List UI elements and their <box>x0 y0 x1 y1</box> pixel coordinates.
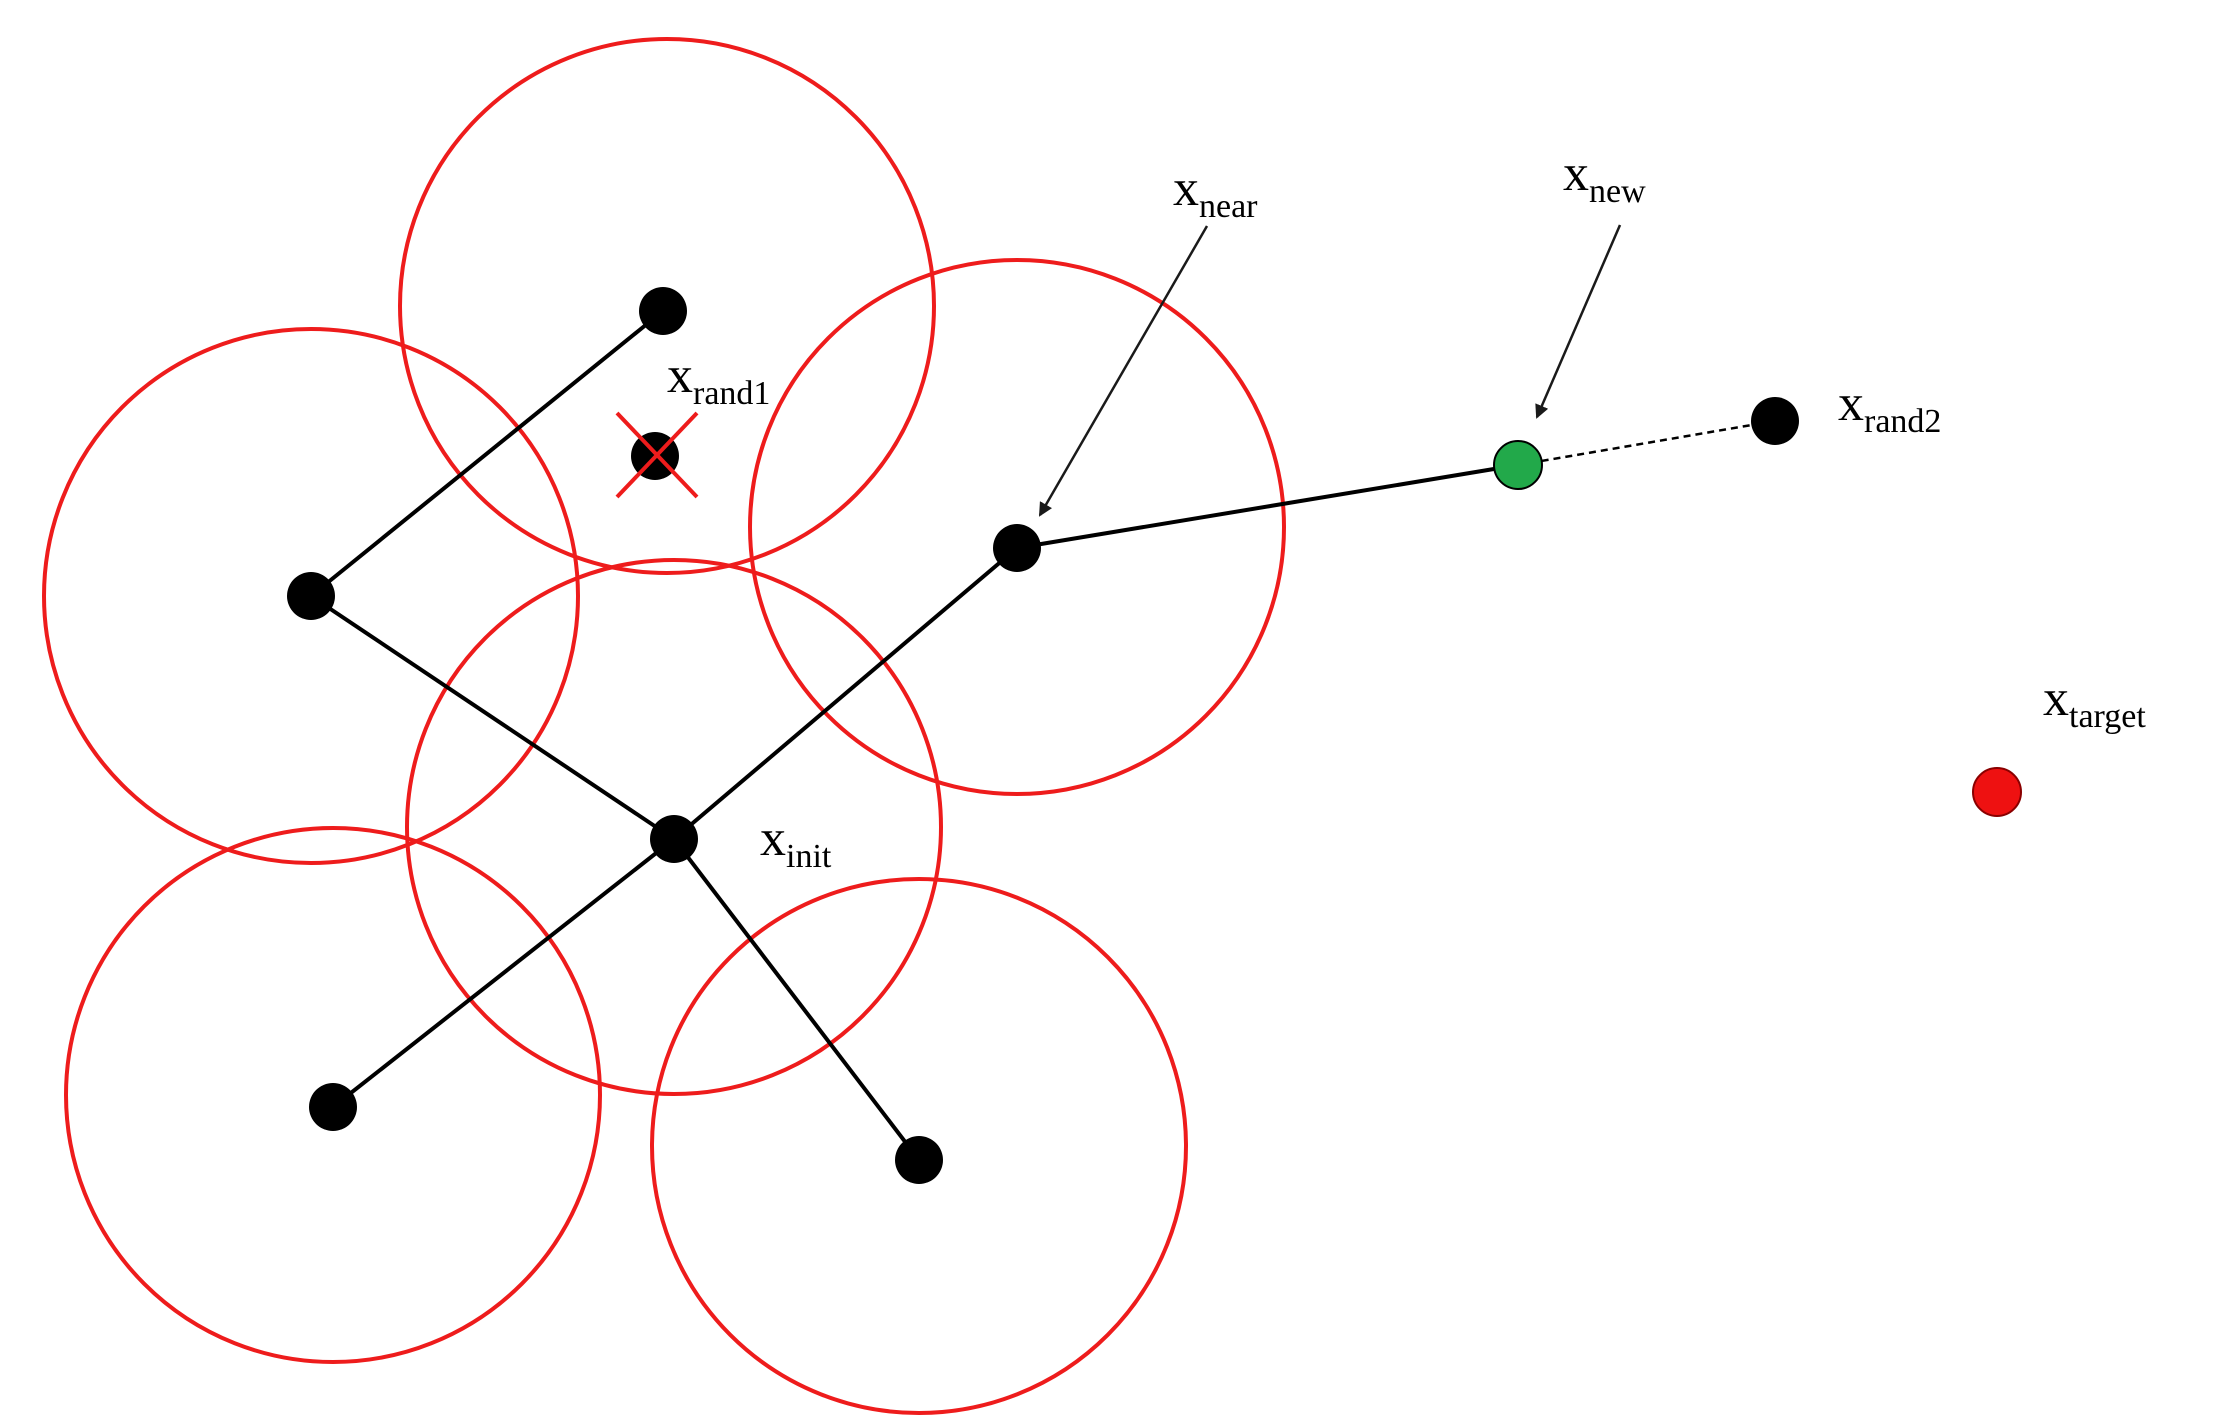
label-x-new: xnew <box>1563 145 1646 210</box>
node-init <box>650 815 698 863</box>
tree-edges <box>309 309 1776 1162</box>
step-size-circles <box>42 37 1286 1415</box>
label-x-rand1: xrand1 <box>667 347 770 412</box>
reject-stroke-2 <box>615 411 699 499</box>
edge-init-bottom-left <box>331 837 676 1109</box>
node-near <box>993 524 1041 572</box>
label-x-near: xnear <box>1173 160 1258 225</box>
circle-init <box>405 558 943 1096</box>
label-x-target: xtarget <box>2043 670 2146 735</box>
label-x-init: xinit <box>760 810 832 875</box>
label-arrows <box>1038 224 1622 517</box>
circle-left <box>42 327 580 865</box>
edge-init-left <box>309 594 676 841</box>
node-bottom-left <box>309 1083 357 1131</box>
edge-left-top <box>309 309 665 598</box>
edge-near-new <box>1016 463 1519 550</box>
circle-bottom-left <box>64 826 602 1364</box>
circle-top <box>398 37 936 575</box>
node-left <box>287 572 335 620</box>
edge-new-rand2-dashed <box>1517 419 1776 467</box>
node-top <box>639 287 687 335</box>
node-target <box>1972 767 2022 817</box>
rejected-sample-cross <box>615 411 699 499</box>
node-bottom-right <box>895 1136 943 1184</box>
arrow-to-x-near <box>1038 225 1209 517</box>
tree-nodes <box>287 287 2022 1184</box>
circle-near <box>748 258 1286 796</box>
circle-bottom-right <box>650 877 1188 1415</box>
label-x-rand2: xrand2 <box>1838 375 1941 440</box>
node-new <box>1493 440 1543 490</box>
arrow-to-x-new <box>1535 224 1622 419</box>
node-rand2 <box>1751 397 1799 445</box>
edge-init-bottom-right <box>672 837 921 1162</box>
edge-init-near <box>672 546 1019 841</box>
